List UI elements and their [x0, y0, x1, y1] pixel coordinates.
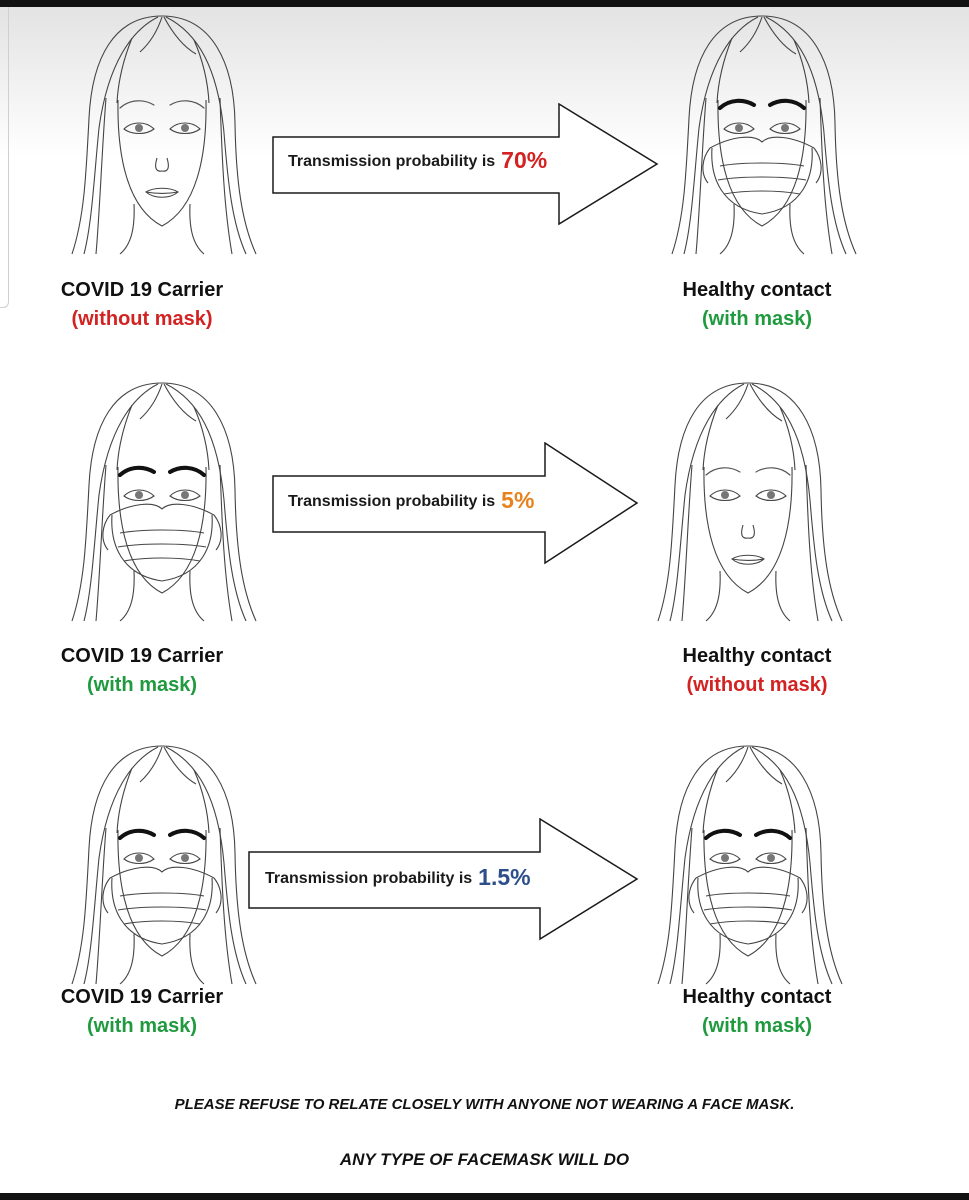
transmission-label: Transmission probability is	[265, 870, 473, 887]
carrier-mask-status: (with mask)	[86, 674, 198, 696]
footer-warning: PLEASE REFUSE TO RELATE CLOSELY WITH ANY…	[174, 1096, 795, 1113]
carrier-role: COVID 19 Carrier	[60, 279, 224, 301]
transmission-label: Transmission probability is	[288, 153, 496, 170]
carrier-label: COVID 19 Carrier (with mask)	[12, 983, 272, 1041]
contact-label: Healthy contact (without mask)	[627, 642, 887, 700]
carrier-role: COVID 19 Carrier	[60, 645, 224, 667]
contact-face-masked-illustration	[657, 745, 843, 985]
carrier-mask-status: (without mask)	[71, 308, 213, 330]
carrier-face-masked-illustration	[71, 382, 257, 622]
carrier-label: COVID 19 Carrier (without mask)	[12, 276, 272, 334]
left-frame-edge	[0, 7, 9, 308]
carrier-role: COVID 19 Carrier	[60, 986, 224, 1008]
contact-mask-status: (without mask)	[686, 674, 828, 696]
transmission-arrow	[272, 103, 659, 226]
transmission-probability-text: Transmission probability is 70%	[288, 147, 547, 175]
carrier-mask-status: (with mask)	[86, 1015, 198, 1037]
top-shading	[0, 7, 969, 157]
carrier-face-masked-illustration	[71, 745, 257, 985]
probability-value: 5%	[501, 487, 535, 513]
contact-face-unmasked-illustration	[657, 382, 843, 622]
contact-face-masked-illustration	[671, 15, 857, 255]
bottom-frame-bar	[0, 1193, 969, 1200]
carrier-face-unmasked-illustration	[71, 15, 257, 255]
contact-role: Healthy contact	[682, 645, 832, 667]
top-frame-bar	[0, 0, 969, 7]
transmission-arrow	[248, 818, 639, 941]
contact-label: Healthy contact (with mask)	[627, 276, 887, 334]
transmission-probability-text: Transmission probability is 5%	[288, 487, 534, 515]
transmission-label: Transmission probability is	[288, 493, 496, 510]
contact-mask-status: (with mask)	[701, 308, 813, 330]
footer-note: ANY TYPE OF FACEMASK WILL DO	[339, 1150, 630, 1169]
transmission-probability-text: Transmission probability is 1.5%	[265, 864, 531, 892]
carrier-label: COVID 19 Carrier (with mask)	[12, 642, 272, 700]
probability-value: 1.5%	[478, 864, 531, 890]
transmission-arrow	[272, 442, 639, 565]
probability-value: 70%	[501, 147, 548, 173]
contact-role: Healthy contact	[682, 279, 832, 301]
contact-role: Healthy contact	[682, 986, 832, 1008]
contact-mask-status: (with mask)	[701, 1015, 813, 1037]
contact-label: Healthy contact (with mask)	[627, 983, 887, 1041]
